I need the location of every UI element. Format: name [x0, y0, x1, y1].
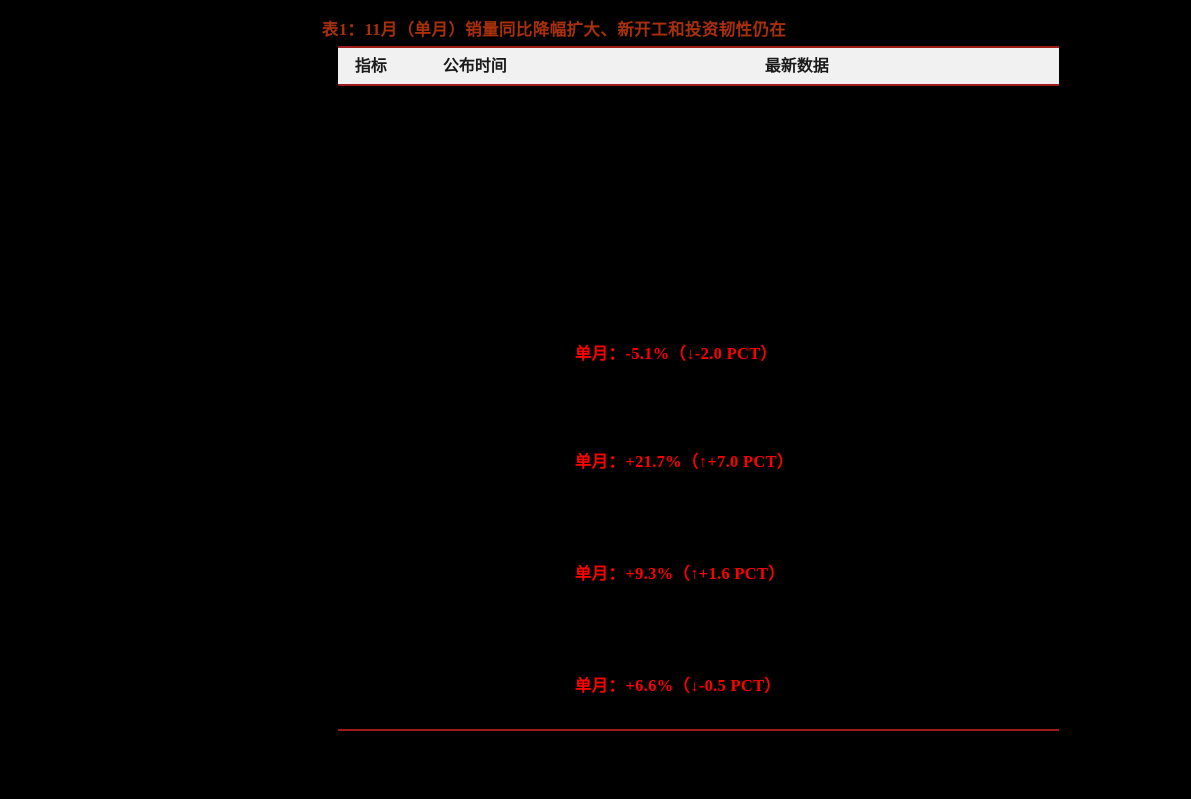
data-table: 指标 公布时间 最新数据 单月：-5.1%（↓-2.0 PCT） 单月：+21.… — [338, 46, 1059, 732]
table-row: 单月：+21.7%（↑+7.0 PCT） — [338, 449, 1059, 475]
cell-latest-data: 单月：+6.6%（↓-0.5 PCT） — [575, 676, 782, 695]
column-header-release-time: 公布时间 — [443, 58, 508, 75]
table-row: 单月：+6.6%（↓-0.5 PCT） — [338, 673, 1059, 699]
table-row: 单月：+9.3%（↑+1.6 PCT） — [338, 561, 1059, 587]
column-header-latest-data: 最新数据 — [765, 58, 830, 75]
table-caption: 表1：11月（单月）销量同比降幅扩大、新开工和投资韧性仍在 — [322, 20, 787, 39]
cell-latest-data: 单月：+21.7%（↑+7.0 PCT） — [575, 452, 794, 471]
table-row: 单月：-5.1%（↓-2.0 PCT） — [338, 341, 1059, 367]
cell-latest-data: 单月：-5.1%（↓-2.0 PCT） — [575, 344, 778, 363]
cell-latest-data: 单月：+9.3%（↑+1.6 PCT） — [575, 564, 786, 583]
table-bottom-rule — [338, 729, 1059, 731]
column-header-indicator: 指标 — [355, 58, 388, 75]
table-body: 单月：-5.1%（↓-2.0 PCT） 单月：+21.7%（↑+7.0 PCT）… — [338, 86, 1059, 730]
table-header-row: 指标 公布时间 最新数据 — [338, 46, 1059, 86]
